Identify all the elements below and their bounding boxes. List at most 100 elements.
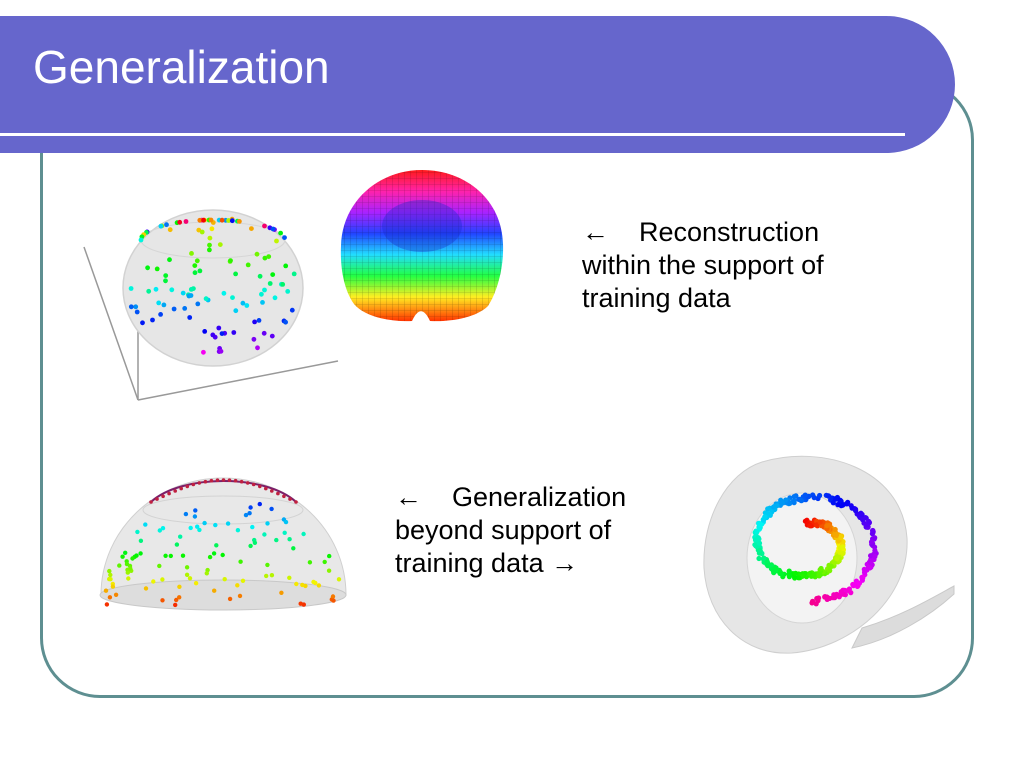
scatter-point [824,523,830,529]
scatter-point [197,527,202,533]
scatter-point [173,602,178,608]
scatter-point [833,532,840,538]
scatter-point [160,526,166,531]
scatter-point [192,270,198,276]
scatter-point [257,273,263,279]
scatter-point [316,583,322,588]
scatter-point [151,579,156,584]
scatter-point [221,478,226,482]
scatter-point [179,486,183,491]
scatter-point [828,563,834,569]
scatter-point [786,574,792,580]
scatter-point [270,272,276,277]
scatter-point [214,543,219,548]
scatter-point [233,478,238,483]
scatter-point [264,486,268,491]
scatter-point [202,329,208,334]
scatter-point [330,594,336,599]
scatter-point [218,348,224,354]
scatter-point [260,300,265,305]
scatter-point [786,568,792,574]
scatter-point [243,512,249,518]
scatter-point [233,308,239,314]
scatter-point [779,499,785,505]
scatter-point [853,506,859,512]
scatter-point [282,530,287,535]
scatter-point [764,559,770,565]
scatter-point [283,519,289,525]
scatter-point [856,580,863,586]
scatter-point [192,263,198,268]
scatter-point [207,247,212,253]
hemisphere-points [103,478,342,608]
scatter-point [828,495,834,501]
scatter-point [837,497,843,504]
scatter-point [326,568,332,573]
scatter-point [832,526,838,533]
scatter-point [163,273,169,278]
scatter-point [167,491,171,496]
scatter-point [287,575,292,580]
scatter-point [235,528,241,533]
scatter-point [807,523,813,529]
scatter-point [177,584,182,589]
swiss-roll-points [752,492,879,607]
scatter-point [777,569,783,575]
scatter-point [245,481,250,485]
scatter-point [207,242,212,248]
scatter-point [203,296,209,302]
scatter-point [128,286,134,291]
scatter-point [169,287,175,293]
scatter-point [160,598,165,603]
scatter-point [145,265,150,271]
scatter-point [267,281,273,286]
scatter-point [269,333,275,339]
scatter-point [262,287,267,293]
scatter-point [134,309,140,315]
scatter-point [107,576,112,582]
scatter-point [171,306,177,312]
scatter-point [237,593,243,599]
scatter-point [107,568,112,574]
scatter-point [772,503,778,509]
scatter-point [255,345,260,351]
scatter-point [213,522,218,528]
scatter-point [288,497,292,501]
scatter-point [816,572,822,578]
scatter-point [762,510,768,516]
scatter-point [287,537,292,542]
scatter-point [301,531,306,537]
scatter-point [752,542,758,548]
scatter-point [197,268,203,274]
scatter-point [283,319,288,325]
scatter-point [219,331,225,336]
scatter-point [107,595,113,600]
scatter-point [158,312,163,317]
scatter-point [300,582,305,588]
scatter-point [233,271,239,277]
scatter-point [262,532,267,537]
scatter-point [270,226,276,232]
scatter-point [189,251,194,256]
scatter-point [128,304,134,310]
scatter-point [182,306,188,311]
hemisphere-point-cloud-figure [99,477,347,611]
scatter-point [143,586,149,591]
scatter-point [227,478,232,482]
scatter-point [752,537,759,543]
scatter-point [207,235,213,241]
scatter-point [133,304,139,310]
scatter-point [859,511,865,518]
scatter-point [125,570,130,575]
scatter-point [262,223,267,229]
scatter-point [150,317,155,323]
sphere-points [128,216,297,355]
scatter-point [291,271,297,277]
scatter-point [174,542,180,547]
scatter-point [331,598,336,603]
scatter-point [173,489,177,493]
scatter-point [195,524,200,529]
scatter-point [228,258,233,263]
scatter-point [203,479,208,484]
